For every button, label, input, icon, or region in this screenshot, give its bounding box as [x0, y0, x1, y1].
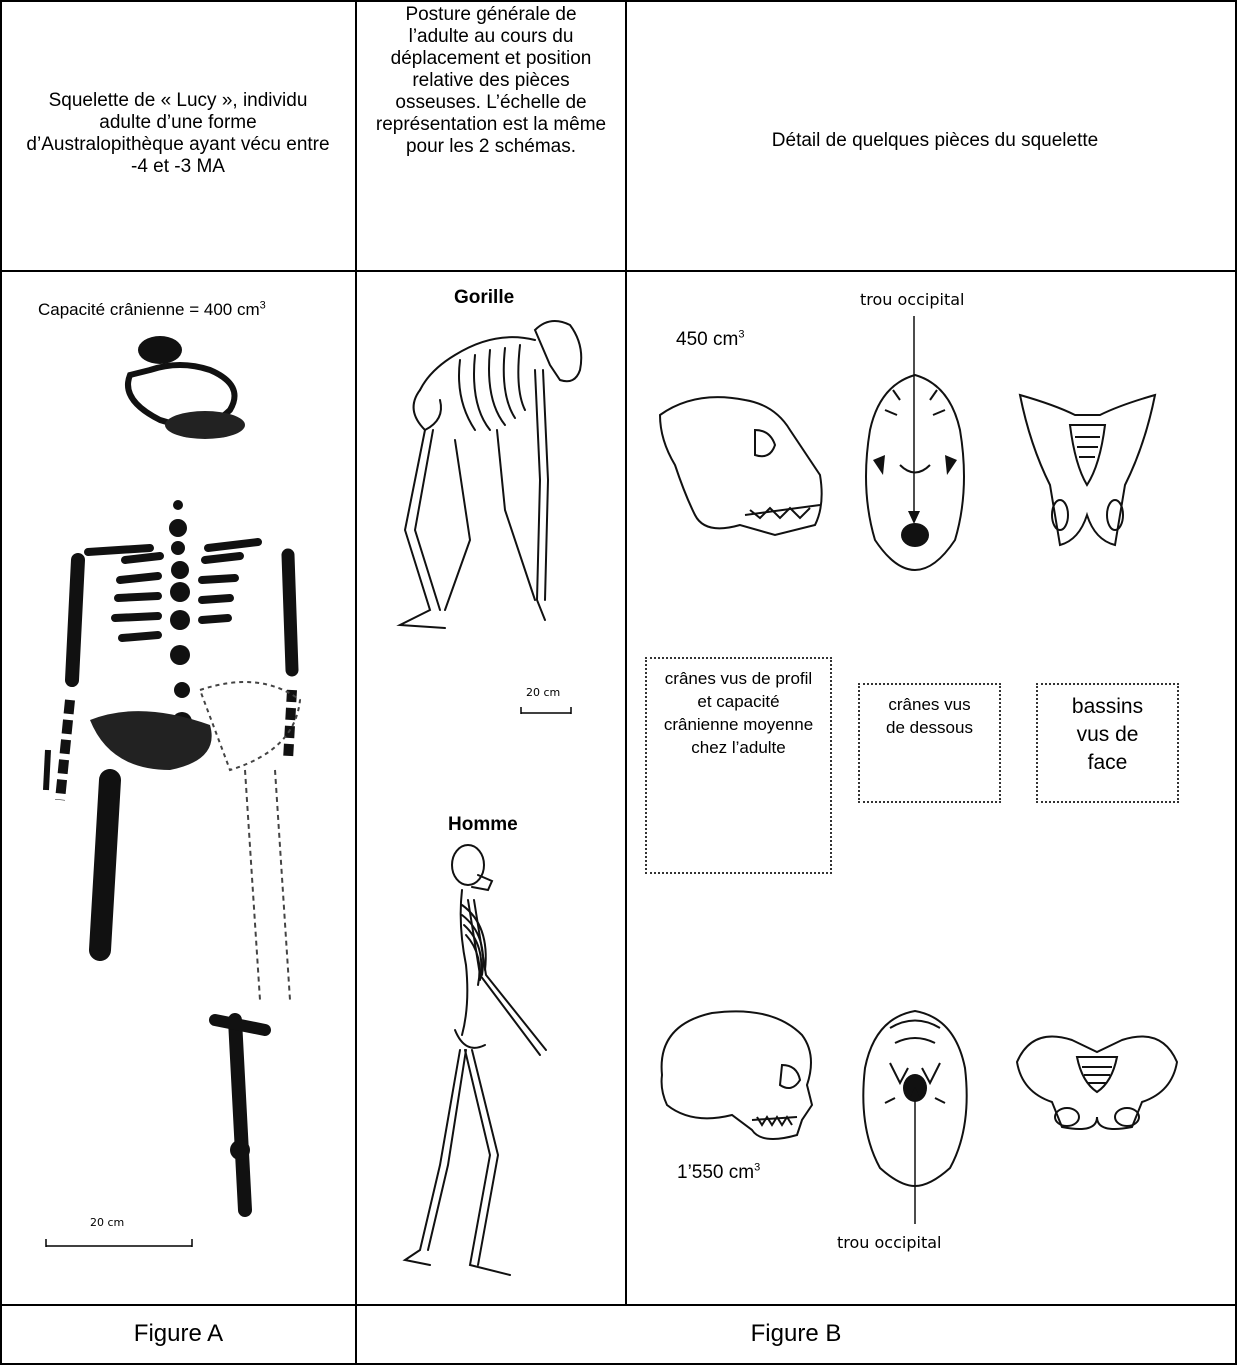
human-label: Homme [448, 815, 518, 835]
header-lucy-description: Squelette de « Lucy », individu adulte d… [22, 90, 334, 178]
bottom-occipital-label: trou occipital [837, 1233, 941, 1253]
lucy-cranial-capacity: Capacité crânienne = 400 cm3 [38, 300, 338, 320]
human-skeleton-illustration [400, 845, 570, 1295]
column-divider-b [625, 0, 627, 1304]
gorilla-scale-bar [520, 705, 572, 715]
figure-b-label: Figure B [357, 1320, 1235, 1348]
gorilla-scale-label: 20 cm [526, 686, 560, 700]
top-cranial-capacity: 450 cm3 [676, 330, 744, 350]
table-border-left [0, 0, 2, 1365]
header-details-description: Détail de quelques pièces du squelette [640, 130, 1230, 152]
gorilla-skeleton-illustration [385, 310, 605, 640]
lucy-scale-label: 20 cm [90, 1216, 124, 1230]
box-skull-profile: crânes vus de profil et capacité crânien… [645, 657, 832, 874]
header-posture-description: Posture générale de l’adulte au cours du… [375, 4, 607, 158]
bottom-occipital-arrow [907, 1086, 923, 1224]
top-occipital-label: trou occipital [860, 290, 964, 310]
human-skull-profile [652, 1005, 820, 1150]
box-pelvis-front: bassins vus de face [1036, 683, 1179, 803]
box-skull-below: crânes vus de dessous [858, 683, 1001, 803]
header-separator [0, 270, 1237, 272]
lucy-scale-bar [44, 1236, 194, 1248]
gorilla-pelvis-front [1015, 385, 1160, 555]
gorilla-skull-profile [655, 385, 830, 555]
gorilla-skull-below [855, 370, 980, 575]
human-pelvis-front [1012, 1022, 1182, 1137]
lucy-skeleton-illustration [30, 330, 340, 1190]
figure-a-label: Figure A [2, 1320, 355, 1348]
footer-separator [0, 1304, 1237, 1306]
table-border-top [0, 0, 1237, 2]
gorilla-label: Gorille [454, 288, 514, 308]
bottom-cranial-capacity: 1’550 cm3 [677, 1163, 760, 1183]
column-divider-a [355, 0, 357, 1365]
